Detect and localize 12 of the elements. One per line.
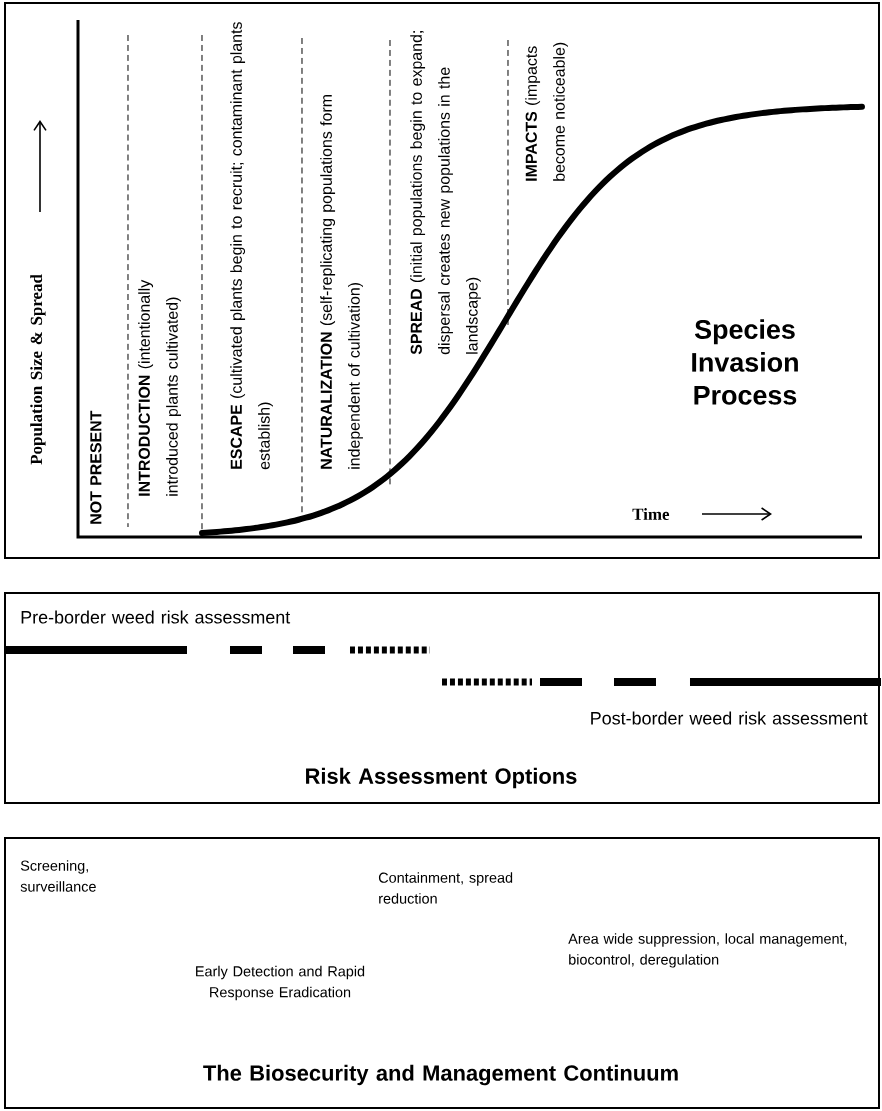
stage-label: ESCAPE (cultivated plants begin to recruit; contaminant plants establish) [230,22,273,470]
action-label: Early Detection and Rapid Response Eradication [196,965,365,1001]
axis-label: Time [632,508,670,520]
action-label: Area wide suppression, local management, biocontrol, deregulation [568,933,847,968]
assessment-label: Pre-border weed risk assessment [21,610,291,624]
assessment-label: Post-border weed risk assessment [591,711,868,725]
action-label: Containment, spread reduction [378,872,513,904]
action-label: Screening, surveillance [20,860,96,892]
axis-label: Population Size & Spread [30,274,46,465]
stage-label: NATURALIZATION (self-replicating populations form independent of cultivation) [320,95,363,469]
stage-label: NOT PRESENT [90,410,102,524]
stage-label: SPREAD (initial populations begin to expand; dispersal creates new populations in the landscape) [410,31,481,355]
